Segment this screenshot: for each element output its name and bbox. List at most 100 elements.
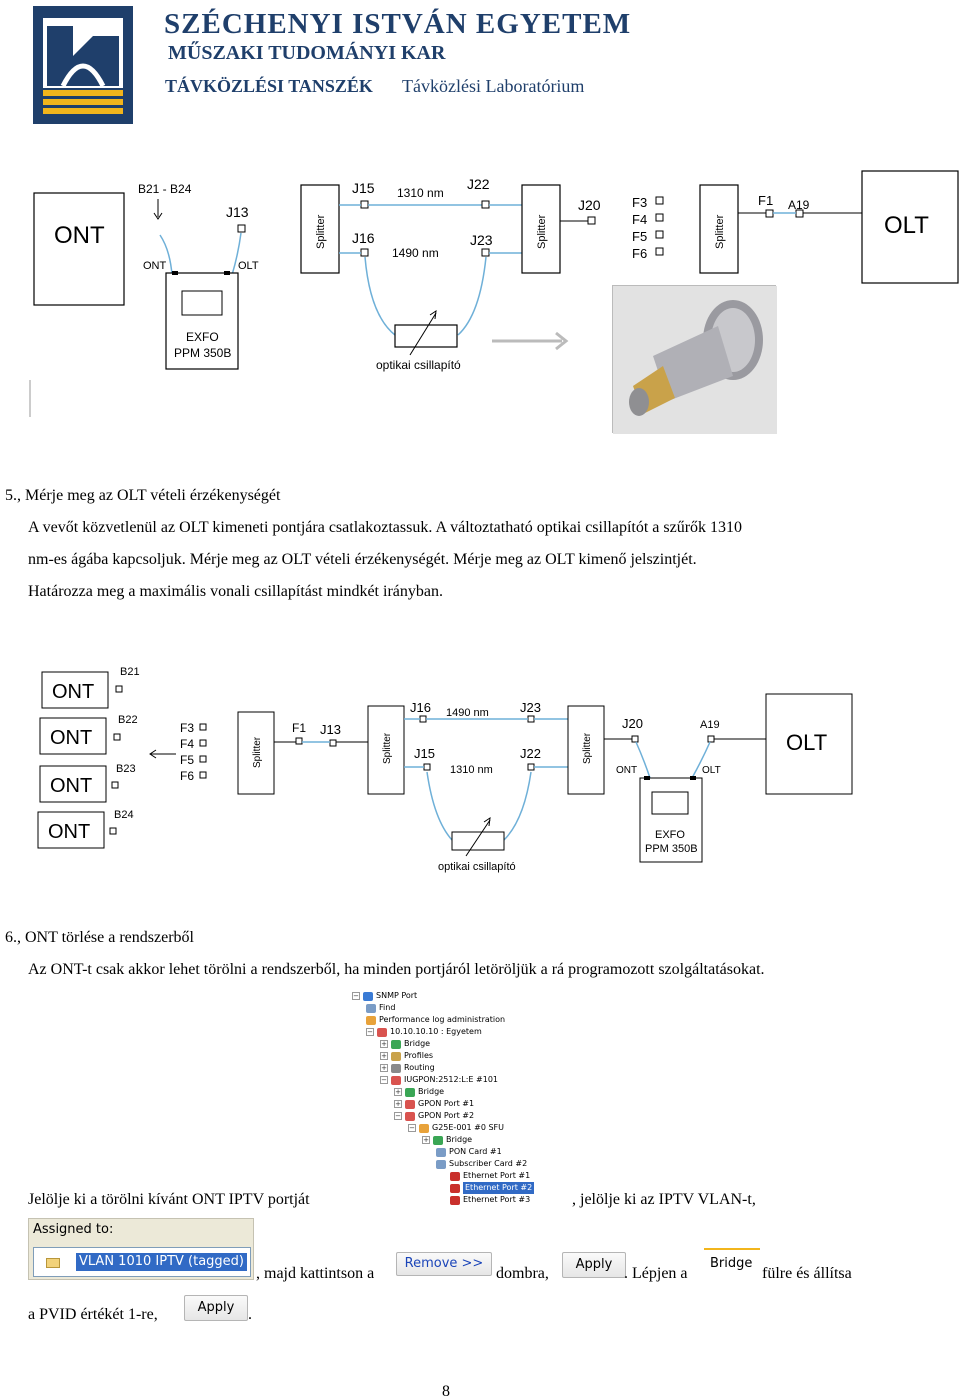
section-5-line-1: A vevőt közvetlenül az OLT kimeneti pont…	[28, 519, 743, 536]
tree-item[interactable]: Find	[366, 1002, 395, 1014]
tree-item[interactable]: −SNMP Port	[352, 991, 418, 1001]
tree-item[interactable]: −10.10.10.10 : Egyetem	[366, 1027, 482, 1037]
d1-meter-l2: PPM 350B	[174, 346, 231, 360]
d2-ont-1: ONT	[52, 681, 94, 703]
d2-wl-1490: 1490 nm	[446, 707, 489, 719]
section-6-line-4b: .	[248, 1306, 252, 1323]
tree-item[interactable]: Performance log administration	[366, 1014, 505, 1026]
d2-f6: F6	[180, 769, 194, 783]
university-name: SZÉCHENYI ISTVÁN EGYETEM	[164, 8, 632, 40]
bridge-tab[interactable]: Bridge	[704, 1248, 760, 1278]
d1-splitter-2: Splitter	[536, 214, 548, 249]
section-6-line-3c: . Lépjen a	[624, 1265, 688, 1282]
d2-b24: B24	[114, 809, 134, 821]
remove-button[interactable]: Remove >>	[396, 1252, 492, 1276]
d2-f1: F1	[292, 721, 306, 735]
tree-item[interactable]: +Routing	[380, 1063, 435, 1073]
d1-port-ont: ONT	[143, 260, 167, 272]
d1-ont-label: ONT	[54, 222, 105, 249]
d2-j22: J22	[520, 746, 541, 761]
d1-j16: J16	[352, 230, 375, 246]
d2-f5: F5	[180, 753, 194, 767]
university-logo	[33, 6, 133, 124]
section-6-line-3a: , majd kattintson a	[256, 1265, 375, 1282]
d2-j23: J23	[520, 700, 541, 715]
d2-olt-label: OLT	[786, 730, 827, 755]
faculty-name: MŰSZAKI TUDOMÁNYI KAR	[168, 42, 446, 64]
d2-f3: F3	[180, 721, 194, 735]
d1-f1: F1	[758, 193, 773, 208]
apply-button[interactable]: Apply	[562, 1252, 626, 1278]
d2-meter-l1: EXFO	[655, 829, 685, 841]
measurement-diagram-1: ONT B21 - B24 J13 ONT OLT EXFO PPM 350B …	[29, 170, 959, 417]
tree-item[interactable]: Subscriber Card #2	[436, 1158, 527, 1170]
tree-item[interactable]: +GPON Port #1	[394, 1099, 475, 1109]
bridge-tab-label: Bridge	[710, 1256, 753, 1271]
d1-f3: F3	[632, 195, 647, 210]
d2-ont-4: ONT	[48, 821, 90, 843]
section-6-line-2a: Jelölje ki a törölni kívánt ONT IPTV por…	[28, 1191, 310, 1208]
d1-j13: J13	[226, 204, 249, 220]
assigned-to-panel: Assigned to: VLAN 1010 IPTV (tagged)	[28, 1218, 254, 1280]
d2-wl-1310: 1310 nm	[450, 764, 493, 776]
d2-splitter-3: Splitter	[582, 732, 593, 764]
section-5-line-2: nm-es ágába kapcsoljuk. Mérje meg az OLT…	[28, 551, 697, 568]
section-5-heading: 5., Mérje meg az OLT vételi érzékenységé…	[5, 487, 281, 504]
apply-button-2[interactable]: Apply	[184, 1295, 248, 1321]
d1-f6: F6	[632, 246, 647, 261]
d1-wl-1490: 1490 nm	[392, 246, 439, 260]
tree-item[interactable]: Ethernet Port #3	[450, 1194, 530, 1206]
tree-item[interactable]: +Bridge	[380, 1039, 431, 1049]
tree-item[interactable]: −IUGPON:2512:L:E #101	[380, 1075, 498, 1085]
section-5-line-3: Határozza meg a maximális vonali csillap…	[28, 583, 443, 600]
section-6-heading: 6., ONT törlése a rendszerből	[5, 929, 194, 946]
d2-a19: A19	[700, 719, 720, 731]
tree-item[interactable]: −GPON Port #2	[394, 1111, 475, 1121]
assigned-vlan-list[interactable]: VLAN 1010 IPTV (tagged)	[33, 1247, 251, 1277]
section-6-line-3d: fülre és állítsa	[762, 1265, 852, 1282]
d2-splitter-1: Splitter	[252, 736, 263, 768]
d2-j13: J13	[320, 722, 341, 737]
d1-j23: J23	[470, 232, 493, 248]
d2-splitter-2: Splitter	[382, 732, 393, 764]
d2-ont-2: ONT	[50, 727, 92, 749]
tree-item[interactable]: PON Card #1	[436, 1146, 502, 1158]
page-number: 8	[442, 1383, 450, 1400]
optical-attenuator-photo	[612, 285, 777, 434]
d2-port-olt: OLT	[702, 765, 721, 776]
d2-f4: F4	[180, 737, 194, 751]
tree-item[interactable]: +Profiles	[380, 1051, 434, 1061]
d1-port-olt: OLT	[238, 260, 259, 272]
vlan-item-selected[interactable]: VLAN 1010 IPTV (tagged)	[76, 1253, 248, 1271]
section-6-line-4a: a PVID értékét 1-re,	[28, 1306, 158, 1323]
d1-j20: J20	[578, 197, 601, 213]
d2-j15: J15	[414, 746, 435, 761]
tree-item[interactable]: +Bridge	[394, 1087, 445, 1097]
measurement-diagram-2: ONT ONT ONT ONT B21 B22 B23 B24 F3 F4 F5…	[37, 666, 853, 873]
d1-j22: J22	[467, 176, 490, 192]
d1-f5: F5	[632, 229, 647, 244]
d1-j15: J15	[352, 180, 375, 196]
section-6-line-3b: dombra,	[496, 1265, 549, 1282]
d1-splitter-3: Splitter	[714, 214, 726, 249]
d2-attenuator: optikai csillapító	[438, 861, 516, 873]
device-tree-view: −SNMP Port Find Performance log administ…	[350, 990, 570, 1206]
tree-item[interactable]: −G25E-001 #0 SFU	[408, 1123, 505, 1133]
d1-attenuator: optikai csillapító	[376, 358, 461, 372]
section-6-line-1: Az ONT-t csak akkor lehet törölni a rend…	[28, 961, 765, 978]
tree-item[interactable]: Ethernet Port #1	[450, 1170, 530, 1182]
d2-b22: B22	[118, 714, 138, 726]
section-6-line-2b: , jelölje ki az IPTV VLAN-t,	[572, 1191, 756, 1208]
d1-meter-l1: EXFO	[186, 330, 219, 344]
d2-port-ont: ONT	[616, 765, 637, 776]
d1-a19: A19	[788, 198, 810, 212]
tree-item-selected[interactable]: Ethernet Port #2	[450, 1182, 535, 1194]
tree-item[interactable]: +Bridge	[422, 1135, 473, 1145]
d2-j16: J16	[410, 700, 431, 715]
d1-b-range: B21 - B24	[138, 182, 192, 196]
lab-name: Távközlési Laboratórium	[402, 76, 585, 96]
department-name: TÁVKÖZLÉSI TANSZÉK	[165, 76, 373, 96]
d2-j20: J20	[622, 716, 643, 731]
d1-wl-1310: 1310 nm	[397, 186, 444, 200]
d1-f4: F4	[632, 212, 647, 227]
